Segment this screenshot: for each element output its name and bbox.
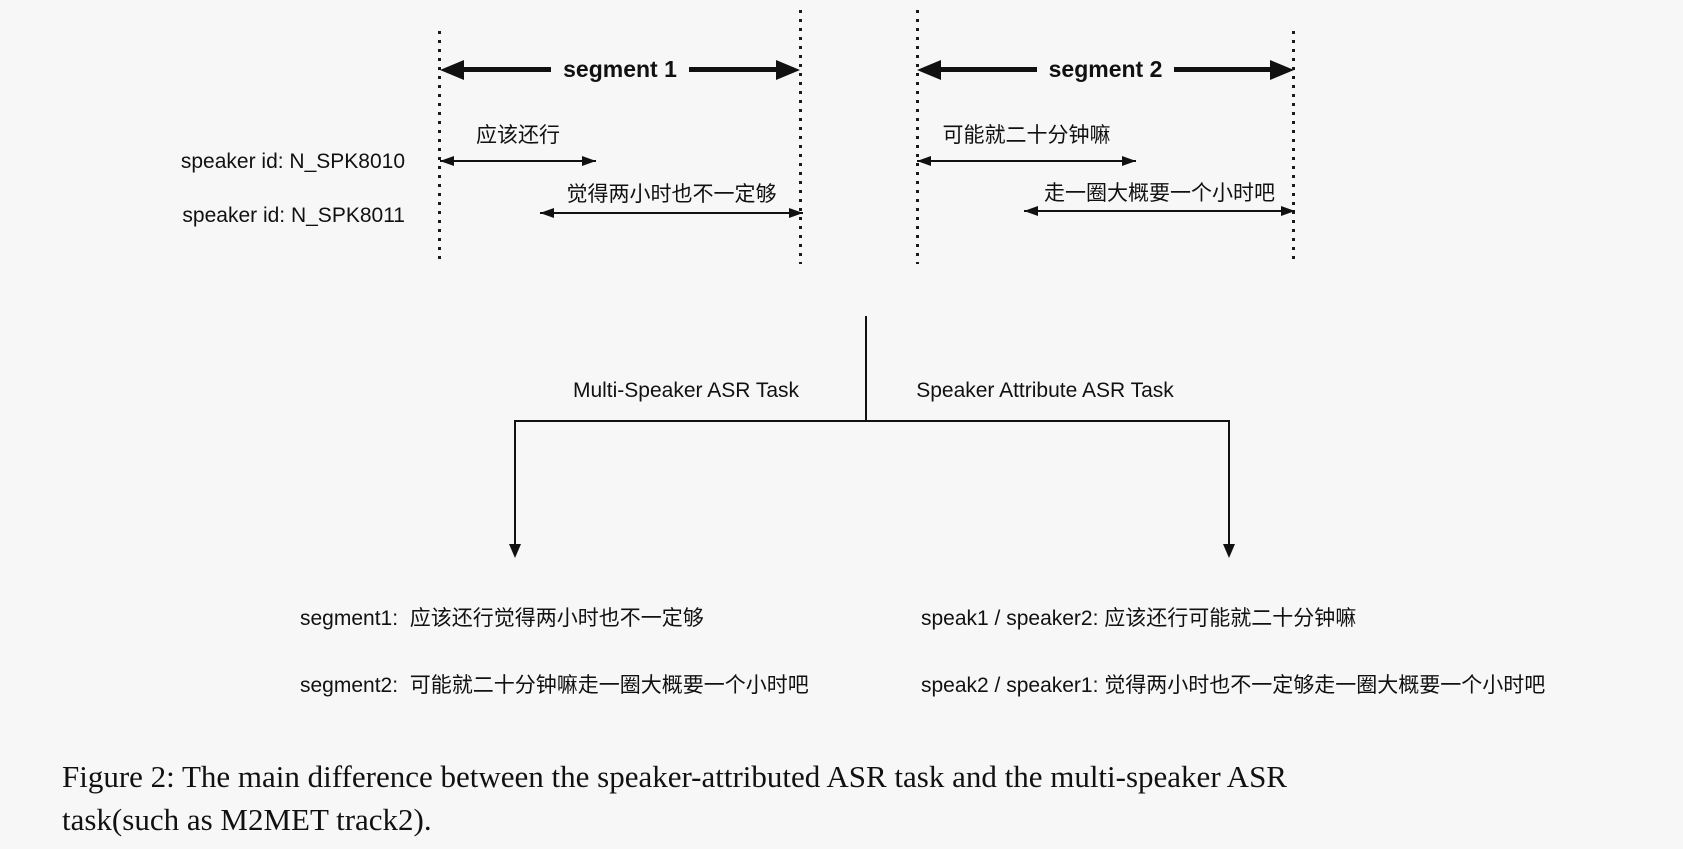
segment1-left-boundary-line bbox=[438, 31, 441, 264]
multi-speaker-task-label: Multi-Speaker ASR Task bbox=[572, 379, 800, 402]
speaker-id-label: speaker id: N_SPK8011 bbox=[182, 204, 405, 227]
speaker-attribute-output-row: speak2 / speaker1: 觉得两小时也不一定够走一圈大概要一个小时吧 bbox=[921, 674, 1546, 697]
utterance-duration-arrow bbox=[917, 156, 1136, 166]
multi-speaker-output-row: segment1: 应该还行觉得两小时也不一定够 bbox=[300, 607, 704, 630]
utterance-label: 觉得两小时也不一定够 bbox=[566, 183, 777, 206]
segment1-label: segment 1 bbox=[563, 56, 677, 82]
segment2-right-boundary-line bbox=[1292, 31, 1295, 264]
arrowhead-right-icon bbox=[1270, 59, 1295, 80]
utterance-duration-arrow bbox=[540, 208, 803, 218]
segment1-span-arrow: segment 1 bbox=[440, 56, 801, 83]
figure-caption-line2: task(such as M2MET track2). bbox=[62, 802, 432, 837]
utterance-label: 应该还行 bbox=[476, 124, 560, 147]
arrowhead-left-icon bbox=[440, 59, 464, 80]
speaker-id-label: speaker id: N_SPK8010 bbox=[180, 150, 405, 173]
branch-horizontal-line bbox=[515, 420, 1230, 422]
branch-down-arrow-left bbox=[514, 420, 516, 545]
arrowhead-left-icon bbox=[917, 59, 941, 80]
figure-caption-line1: Figure 2: The main difference between th… bbox=[62, 759, 1287, 794]
utterance-duration-arrow bbox=[1024, 206, 1295, 216]
segment2-span-arrow: segment 2 bbox=[917, 56, 1295, 83]
segment2-left-boundary-line bbox=[916, 10, 919, 264]
utterance-duration-arrow bbox=[440, 156, 596, 166]
utterance-label: 可能就二十分钟嘛 bbox=[942, 124, 1111, 147]
segment1-right-boundary-line bbox=[799, 10, 802, 264]
arrowhead-right-icon bbox=[776, 59, 801, 80]
branch-down-arrow-right bbox=[1228, 420, 1230, 545]
figure-caption: Figure 2: The main difference between th… bbox=[62, 755, 1287, 841]
utterance-label: 走一圈大概要一个小时吧 bbox=[1044, 182, 1275, 205]
branch-stem-line bbox=[865, 316, 867, 421]
speaker-attribute-output-row: speak1 / speaker2: 应该还行可能就二十分钟嘛 bbox=[921, 607, 1357, 630]
multi-speaker-output-row: segment2: 可能就二十分钟嘛走一圈大概要一个小时吧 bbox=[300, 674, 809, 697]
speaker-attribute-task-label: Speaker Attribute ASR Task bbox=[916, 379, 1174, 402]
segment2-label: segment 2 bbox=[1048, 56, 1163, 82]
